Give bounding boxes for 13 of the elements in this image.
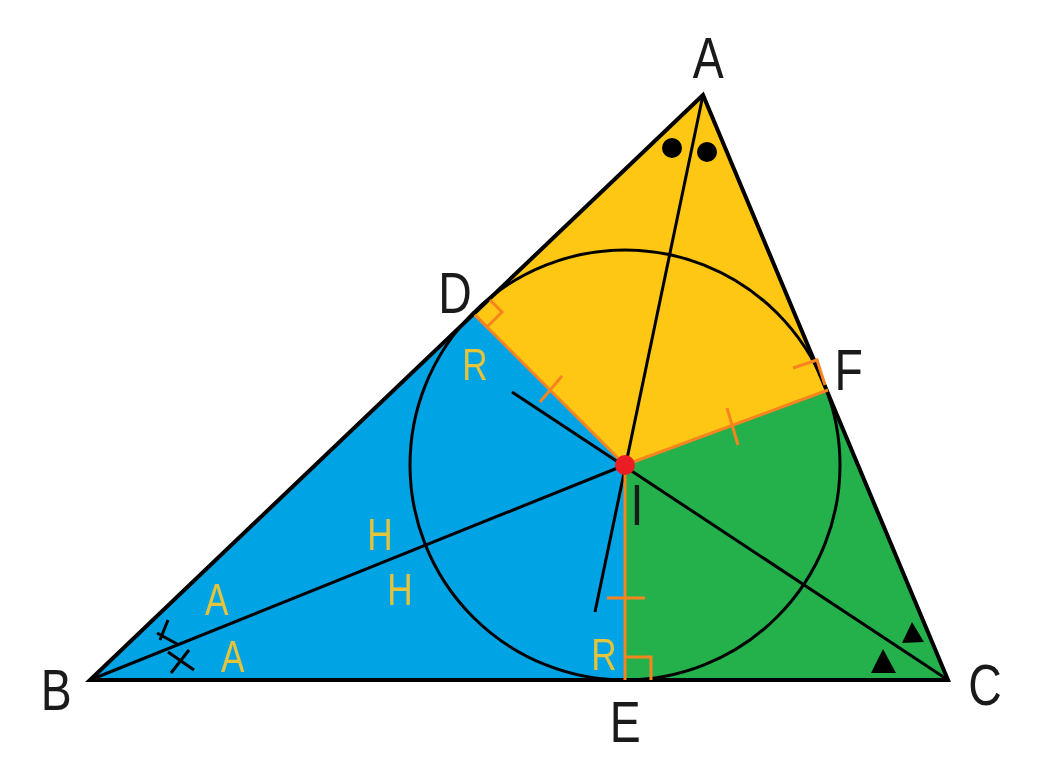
angle-label: H xyxy=(367,513,393,557)
length-label: R xyxy=(591,633,617,677)
point-label: F xyxy=(834,341,863,399)
vertex-label: C xyxy=(968,656,1002,714)
angle-label: A xyxy=(220,635,244,679)
point-label: I xyxy=(630,476,644,534)
point-label: D xyxy=(438,264,472,322)
angle-label: A xyxy=(204,578,228,622)
angle-label: H xyxy=(387,568,413,612)
length-label: R xyxy=(462,343,488,387)
point-label: E xyxy=(609,693,641,751)
vertex-label: A xyxy=(692,29,724,87)
vertex-label: B xyxy=(40,661,72,719)
